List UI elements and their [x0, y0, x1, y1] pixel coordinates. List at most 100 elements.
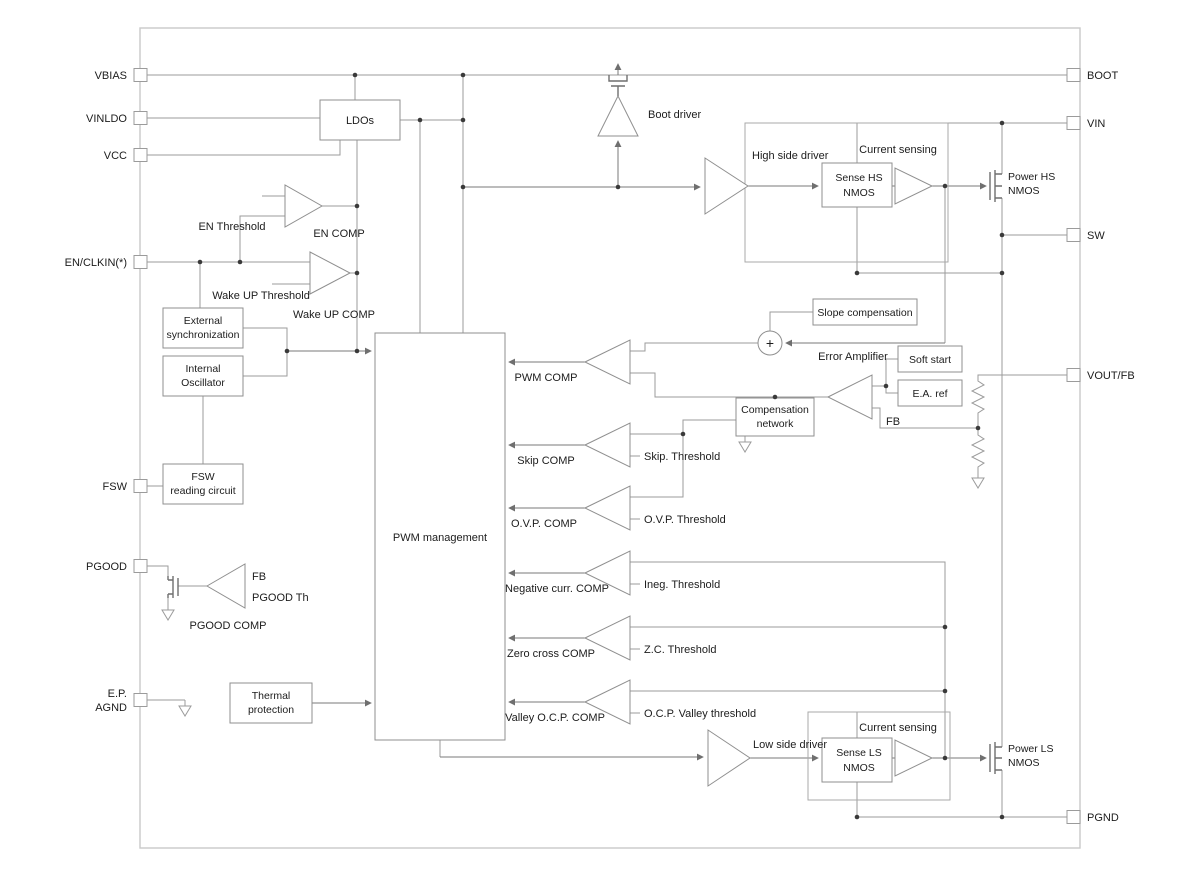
pwm-management-block	[374, 332, 506, 741]
en-comparator	[284, 184, 324, 228]
pin-vout-fb	[1066, 368, 1081, 382]
boot-driver-label: Boot driver	[648, 109, 702, 121]
current-sensing-hs-label: Current sensing	[859, 144, 937, 156]
ls-sense-amp-triangle	[894, 739, 934, 777]
pwm-comparator	[583, 339, 631, 385]
comp-net-label-1: Compensation	[741, 404, 809, 416]
compensation-network-block	[735, 397, 815, 437]
fsw-read-label-2: reading circuit	[170, 485, 235, 497]
wake-threshold-label: Wake UP Threshold	[212, 290, 310, 302]
pin-label-pgnd: PGND	[1087, 812, 1119, 824]
internal-oscillator-block	[162, 355, 244, 397]
soft-start-label: Soft start	[909, 354, 951, 366]
pin-label-vin: VIN	[1087, 118, 1105, 130]
en-comp-label: EN COMP	[313, 228, 364, 240]
thermal-label-2: protection	[248, 704, 294, 716]
ovp-comp-label: O.V.P. COMP	[511, 518, 577, 530]
pin-pgnd	[1066, 810, 1081, 824]
pin-label-sw: SW	[1087, 230, 1105, 242]
pin-label-vbias: VBIAS	[95, 70, 127, 82]
external-sync-block	[162, 307, 244, 349]
pgood-comparator	[206, 563, 246, 609]
pgood-fb-label: FB	[252, 571, 266, 583]
pin-vinldo	[133, 111, 148, 125]
zero-cross-comparator	[583, 615, 631, 661]
negative-current-comparator	[583, 550, 631, 596]
skip-comparator	[583, 422, 631, 468]
neg-curr-comp-label: Negative curr. COMP	[505, 583, 609, 595]
ineg-threshold-label: Ineg. Threshold	[644, 579, 720, 591]
sense-ls-label-1: Sense LS	[836, 747, 882, 759]
error-amp-fb-label: FB	[886, 416, 900, 428]
ocp-valley-threshold-label: O.C.P. Valley threshold	[644, 708, 756, 720]
ovp-threshold-label: O.V.P. Threshold	[644, 514, 726, 526]
pgood-comp-label: PGOOD COMP	[189, 620, 266, 632]
low-side-driver-triangle	[707, 729, 751, 787]
ext-sync-label-1: External	[184, 315, 223, 327]
ldos-block	[319, 99, 401, 141]
sense-ls-label-2: NMOS	[843, 762, 875, 774]
error-amplifier-triangle	[826, 374, 873, 420]
pin-label-vinldo: VINLDO	[86, 113, 127, 125]
feedback-resistor-top	[970, 378, 986, 415]
wake-up-comparator	[309, 251, 352, 295]
pin-fsw	[133, 479, 148, 493]
pin-vbias	[133, 68, 148, 82]
ea-ref-label: E.A. ref	[912, 388, 947, 400]
signal-arrows	[287, 63, 987, 762]
soft-start-block	[897, 345, 963, 373]
thermal-protection-block	[229, 682, 313, 724]
pin-vcc	[133, 148, 148, 162]
pin-label-en-clkin: EN/CLKIN(*)	[65, 257, 127, 269]
pgood-open-drain-symbol	[167, 576, 179, 598]
pin-label-vcc: VCC	[104, 150, 127, 162]
high-side-driver-triangle	[704, 157, 749, 215]
power-ls-nmos-symbol	[989, 742, 1002, 774]
high-side-section-box	[744, 122, 949, 263]
sense-hs-nmos-block	[821, 162, 893, 208]
power-hs-label-1: Power HS	[1008, 171, 1055, 183]
zc-threshold-label: Z.C. Threshold	[644, 644, 717, 656]
pin-boot	[1066, 68, 1081, 82]
valley-ocp-comparator	[583, 679, 631, 725]
high-side-driver-label: High side driver	[752, 150, 829, 162]
pgood-th-label: PGOOD Th	[252, 592, 309, 604]
boot-driver-triangle	[597, 94, 639, 137]
pin-sw	[1066, 228, 1081, 242]
error-amplifier-label: Error Amplifier	[818, 351, 888, 363]
pin-en-clkin	[133, 255, 148, 269]
pin-label-ep: E.P.	[108, 688, 127, 700]
low-side-section-box	[807, 711, 951, 801]
chip-outline	[139, 27, 1081, 849]
pin-pgood	[133, 559, 148, 573]
fsw-read-label-1: FSW	[191, 471, 214, 483]
valley-ocp-comp-label: Valley O.C.P. COMP	[505, 712, 605, 724]
pgood-ground-icon	[161, 609, 175, 621]
pin-label-fsw: FSW	[103, 481, 128, 493]
feedback-resistor-bottom	[970, 432, 986, 469]
labels: VBIAS VINLDO VCC EN/CLKIN(*) FSW PGOOD E…	[65, 70, 1135, 824]
pin-label-pgood: PGOOD	[86, 561, 127, 573]
ovp-comparator	[583, 485, 631, 531]
power-ls-label-1: Power LS	[1008, 743, 1054, 755]
wires	[147, 74, 1067, 818]
slope-comp-label: Slope compensation	[817, 307, 912, 319]
summing-node	[757, 330, 783, 356]
fsw-reading-block	[162, 463, 244, 505]
sense-hs-label-1: Sense HS	[835, 172, 882, 184]
power-hs-nmos-symbol	[989, 170, 1002, 202]
low-side-driver-label: Low side driver	[753, 739, 827, 751]
junction-dots	[197, 72, 1005, 820]
pin-label-agnd: AGND	[95, 702, 127, 714]
divider-ground-icon	[971, 477, 985, 489]
skip-comp-label: Skip COMP	[517, 455, 574, 467]
wake-comp-label: Wake UP COMP	[293, 309, 375, 321]
hs-sense-amp-triangle	[894, 167, 934, 205]
pin-label-boot: BOOT	[1087, 70, 1118, 82]
int-osc-label-1: Internal	[185, 363, 220, 375]
thermal-label-1: Thermal	[252, 690, 291, 702]
pin-pads	[133, 68, 1081, 824]
power-hs-label-2: NMOS	[1008, 185, 1040, 197]
